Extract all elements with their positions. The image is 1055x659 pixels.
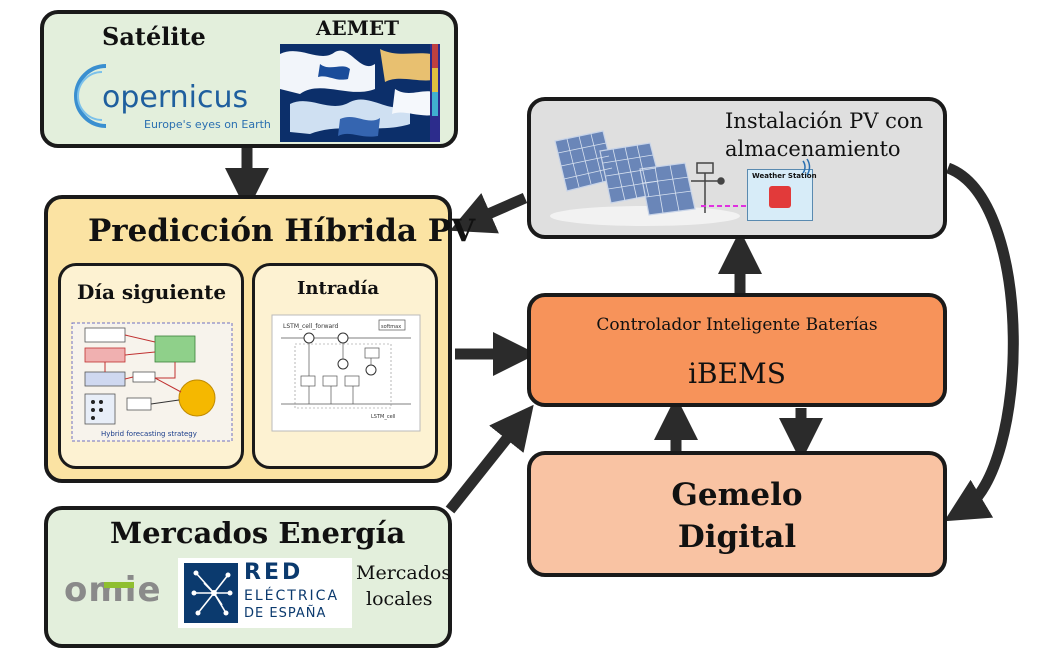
- ree-logo: RED ELÉCTRICA DE ESPAÑA: [178, 558, 352, 628]
- weather-station-chip-icon: [769, 186, 791, 208]
- arrow-pv-to-prediction: [449, 192, 528, 234]
- day-ahead-diagram-image: Hybrid forecasting strategy: [71, 322, 233, 442]
- ibems-controller-box: Controlador Inteligente Baterías iBEMS: [527, 293, 947, 407]
- copernicus-c-icon: [74, 64, 107, 128]
- aemet-label: AEMET: [316, 16, 400, 40]
- ree-line3: DE ESPAÑA: [244, 606, 327, 621]
- ree-network-icon: [184, 563, 238, 623]
- local-markets-line2: locales: [366, 588, 433, 610]
- day-ahead-box: Día siguiente Hybrid forecasting strateg…: [58, 263, 244, 469]
- arrow-pv-to-twin: [944, 162, 1019, 522]
- markets-box: Mercados Energía omie RED ELÉCTRICA DE E…: [44, 506, 452, 648]
- prediction-title: Predicción Híbrida PV: [88, 213, 476, 249]
- local-markets-line1: Mercados: [356, 562, 452, 584]
- digital-twin-line1: Gemelo: [671, 477, 803, 513]
- intraday-diagram-image: LSTM_cell_forward softmax LSTM_cell: [271, 314, 421, 432]
- controller-subtitle: Controlador Inteligente Baterías: [596, 315, 878, 335]
- omie-logo: omie: [64, 570, 162, 610]
- copernicus-wordmark: opernicus: [102, 80, 249, 115]
- copernicus-logo: opernicus Europe's eyes on Earth: [72, 58, 287, 138]
- weather-station-device: Weather Station: [747, 169, 817, 221]
- omie-logo-text: omie: [64, 570, 162, 610]
- wifi-signal-icon: [802, 158, 811, 176]
- ree-line2: ELÉCTRICA: [244, 588, 340, 604]
- copernicus-tagline: Europe's eyes on Earth: [144, 118, 271, 131]
- weather-station-label: Weather Station: [752, 172, 817, 180]
- prediction-box: Predicción Híbrida PV Día siguiente Hybr…: [44, 195, 475, 483]
- intraday-title: Intradía: [297, 278, 380, 299]
- intraday-box: Intradía LSTM_cell_forward softmax LSTM_…: [252, 263, 438, 469]
- pv-title-line1: Instalación PV con: [725, 109, 924, 133]
- omie-accent-bar: [104, 582, 134, 588]
- controller-title: iBEMS: [688, 357, 786, 390]
- day-ahead-caption: Hybrid forecasting strategy: [101, 430, 197, 438]
- day-ahead-title: Día siguiente: [77, 280, 227, 304]
- ree-line1: RED: [244, 560, 304, 585]
- markets-title: Mercados Energía: [110, 516, 406, 550]
- satellite-map-image: [280, 44, 440, 142]
- solar-panels-image: [550, 130, 740, 226]
- digital-twin-line2: Digital: [677, 519, 797, 555]
- intraday-label-softmax: softmax: [381, 324, 401, 330]
- pv-installation-box: Instalación PV con almacenamiento Weathe…: [527, 97, 947, 239]
- intraday-label-cell: LSTM_cell: [371, 414, 395, 420]
- satellite-title: Satélite: [102, 22, 206, 51]
- arrow-markets-to-ibems: [445, 404, 534, 514]
- intraday-label-forward: LSTM_cell_forward: [283, 323, 339, 330]
- digital-twin-box: Gemelo Digital: [527, 451, 947, 577]
- pv-title-line2: almacenamiento: [725, 137, 901, 161]
- satellite-box: Satélite opernicus Europe's eyes on Eart…: [40, 10, 458, 148]
